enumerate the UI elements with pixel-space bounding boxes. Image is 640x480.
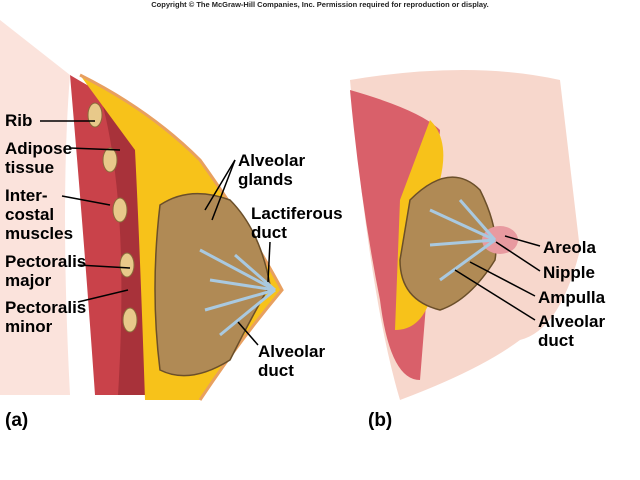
label-alveolar-glands: Alveolar glands — [238, 151, 306, 189]
leader-lines — [40, 120, 541, 346]
label-alveolar-duct-a: Alveolar duct — [258, 342, 326, 380]
label-pectoralis-major: Pectoralis major — [5, 252, 87, 290]
panel-label-b: (b) — [368, 410, 393, 431]
label-intercostal-muscles: Inter- costal muscles — [5, 186, 74, 243]
label-adipose-tissue: Adipose tissue — [5, 139, 73, 177]
copyright-notice: Copyright © The McGraw-Hill Companies, I… — [151, 0, 489, 9]
label-ampulla: Ampulla — [538, 288, 606, 307]
label-rib: Rib — [5, 111, 33, 130]
label-lactiferous-duct: Lactiferous duct — [251, 204, 343, 242]
sagittal-section-a — [0, 20, 284, 401]
lactiferous-ducts-a — [199, 248, 276, 337]
label-alveolar-duct-b: Alveolar duct — [538, 312, 606, 350]
ribs-a — [87, 102, 138, 333]
label-areola: Areola — [543, 238, 596, 257]
areola-b — [482, 226, 518, 254]
ducts-b — [429, 199, 497, 282]
external-view-b — [350, 70, 580, 400]
alveolar-glands-a — [154, 192, 271, 377]
panel-label-a: (a) — [5, 410, 29, 431]
label-pectoralis-minor: Pectoralis minor — [5, 298, 87, 336]
chest-wall-skin — [0, 20, 70, 395]
label-nipple: Nipple — [543, 263, 595, 282]
